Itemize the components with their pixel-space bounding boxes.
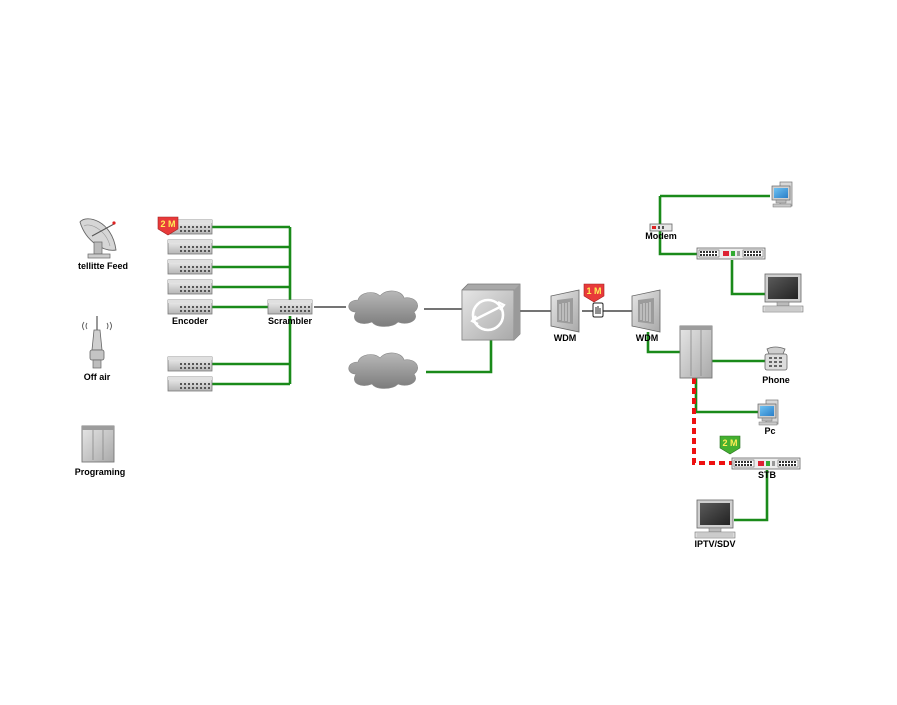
link-wdm-olt <box>646 332 680 354</box>
wdm-left-icon[interactable] <box>550 289 580 333</box>
modem-pc-icon[interactable] <box>771 181 793 208</box>
wdm-right-icon[interactable] <box>631 289 661 333</box>
lower-encoder-stack[interactable] <box>167 356 213 392</box>
encoder-unit-3[interactable] <box>167 259 213 275</box>
iptv-label: IPTV/SDV <box>694 539 735 549</box>
encoder-unit-4[interactable] <box>167 279 213 295</box>
core-switch-icon[interactable] <box>461 283 521 341</box>
home-switch-icon[interactable] <box>696 247 766 260</box>
links-black <box>314 306 632 312</box>
satellite-dish-icon[interactable] <box>79 218 117 259</box>
lower-encoder-unit-1[interactable] <box>167 356 213 372</box>
modem-icon[interactable] <box>649 223 673 232</box>
phone-label: Phone <box>762 375 790 385</box>
link-olt-stb-dashed <box>692 378 732 465</box>
encoder-stack[interactable] <box>167 219 213 315</box>
network-cloud-2[interactable] <box>348 352 418 389</box>
encoder-label: Encoder <box>172 316 209 326</box>
lower-encoder-unit-2[interactable] <box>167 376 213 392</box>
modem-label: Modem <box>645 231 677 241</box>
scrambler-label: Scrambler <box>268 316 313 326</box>
encoder-badge-text: 2 M <box>160 219 175 229</box>
iptv-monitor-icon[interactable] <box>694 499 736 539</box>
link-switch-monitor <box>730 260 765 296</box>
scrambler-device[interactable] <box>267 299 313 315</box>
encoder-badge: 2 M <box>157 216 179 236</box>
encoder-unit-2[interactable] <box>167 239 213 255</box>
programing-label: Programing <box>75 467 126 477</box>
link-cloud2-switch <box>426 340 493 374</box>
stb-badge-text: 2 M <box>722 438 737 448</box>
wdm-right-label: WDM <box>636 333 659 343</box>
wdm-left-label: WDM <box>554 333 577 343</box>
phone-icon[interactable] <box>764 346 788 371</box>
link-stb-iptv <box>734 470 769 522</box>
wdm-link-badge-text: 1 M <box>586 286 601 296</box>
link-olt-pc <box>694 378 760 414</box>
pc-label: Pc <box>764 426 775 436</box>
pc-icon[interactable] <box>757 399 779 426</box>
stb-device-icon[interactable] <box>731 457 801 470</box>
network-cloud-1[interactable] <box>348 290 418 327</box>
olt-server-icon[interactable] <box>679 325 713 379</box>
encoder-unit-5[interactable] <box>167 299 213 315</box>
programing-server-icon[interactable] <box>81 425 115 463</box>
stb-badge: 2 M <box>719 435 741 455</box>
wdm-link-badge: 1 M <box>583 283 605 303</box>
splitter-icon[interactable] <box>592 302 604 318</box>
off-air-antenna-icon[interactable] <box>82 316 112 369</box>
links-green <box>212 194 770 522</box>
stb-label: STB <box>758 470 777 480</box>
satellite-feed-label: tellitte Feed <box>78 261 128 271</box>
workstation-monitor-icon[interactable] <box>762 273 804 313</box>
link-modem-switch <box>658 196 698 256</box>
off-air-label: Off air <box>84 372 111 382</box>
